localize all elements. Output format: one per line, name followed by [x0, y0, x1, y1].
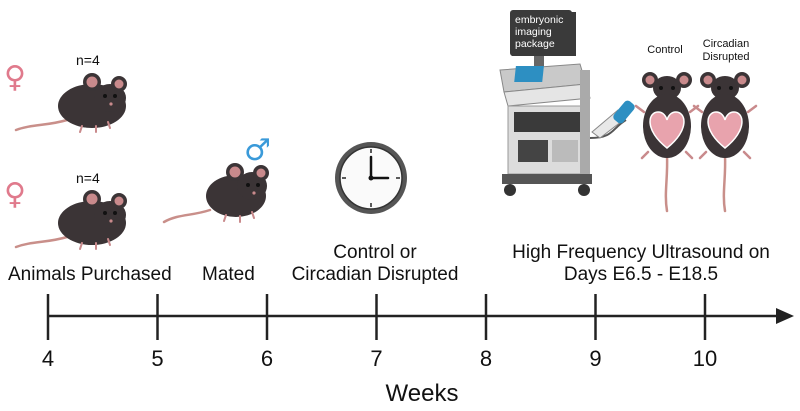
stage-control-line1: Control or	[333, 242, 417, 263]
group2-n-label: n=4	[76, 170, 100, 186]
stage-ultrasound-line2: Days E6.5 - E18.5	[563, 263, 719, 285]
axis-arrowhead	[776, 308, 794, 324]
machine-label-line1: embryonic	[515, 14, 564, 26]
mouse-icon	[14, 73, 127, 133]
axis-tick-label: 4	[41, 346, 55, 371]
group1-n-label: n=4	[76, 52, 100, 68]
control-mouse-label: Control	[647, 44, 683, 56]
stage-control-or-disrupted: Control or Circadian Disrupted	[270, 242, 480, 286]
disrupted-mouse-label: Circadian Disrupted	[692, 38, 760, 63]
machine-label-line3: package	[515, 38, 555, 50]
stage-ultrasound-line1: High Frequency Ultrasound on	[512, 242, 770, 263]
clock-icon	[335, 142, 407, 214]
axis-title: Weeks	[385, 380, 459, 407]
axis-tick-label: 5	[151, 346, 164, 371]
axis-tick-label: 8	[479, 346, 493, 371]
male-symbol-icon: ♂	[244, 133, 271, 168]
stage-control-line2: Circadian Disrupted	[291, 263, 459, 285]
female-symbol-icon: ♀	[4, 60, 26, 95]
disrupted-label-line2: Disrupted	[702, 50, 750, 63]
female-symbol-icon: ♀	[4, 177, 26, 212]
machine-label: embryonic imaging package	[512, 12, 576, 56]
stage-animals-purchased: Animals Purchased	[8, 264, 172, 285]
mouse-icon	[14, 190, 127, 250]
axis-tick-label: 7	[370, 346, 383, 371]
stage-mated: Mated	[202, 264, 255, 285]
stage-ultrasound: High Frequency Ultrasound on Days E6.5 -…	[486, 242, 796, 286]
machine-label-line2: imaging	[515, 26, 552, 38]
pregnant-mouse-icon	[692, 72, 758, 213]
mouse-icon	[162, 163, 269, 224]
ultrasound-probe-icon	[591, 100, 635, 139]
axis-tick-label: 10	[692, 346, 718, 371]
disrupted-label-line1: Circadian	[702, 38, 750, 50]
axis-tick-label: 9	[589, 346, 602, 371]
axis-tick-label: 6	[260, 346, 274, 371]
pregnant-mouse-icon	[634, 72, 700, 213]
